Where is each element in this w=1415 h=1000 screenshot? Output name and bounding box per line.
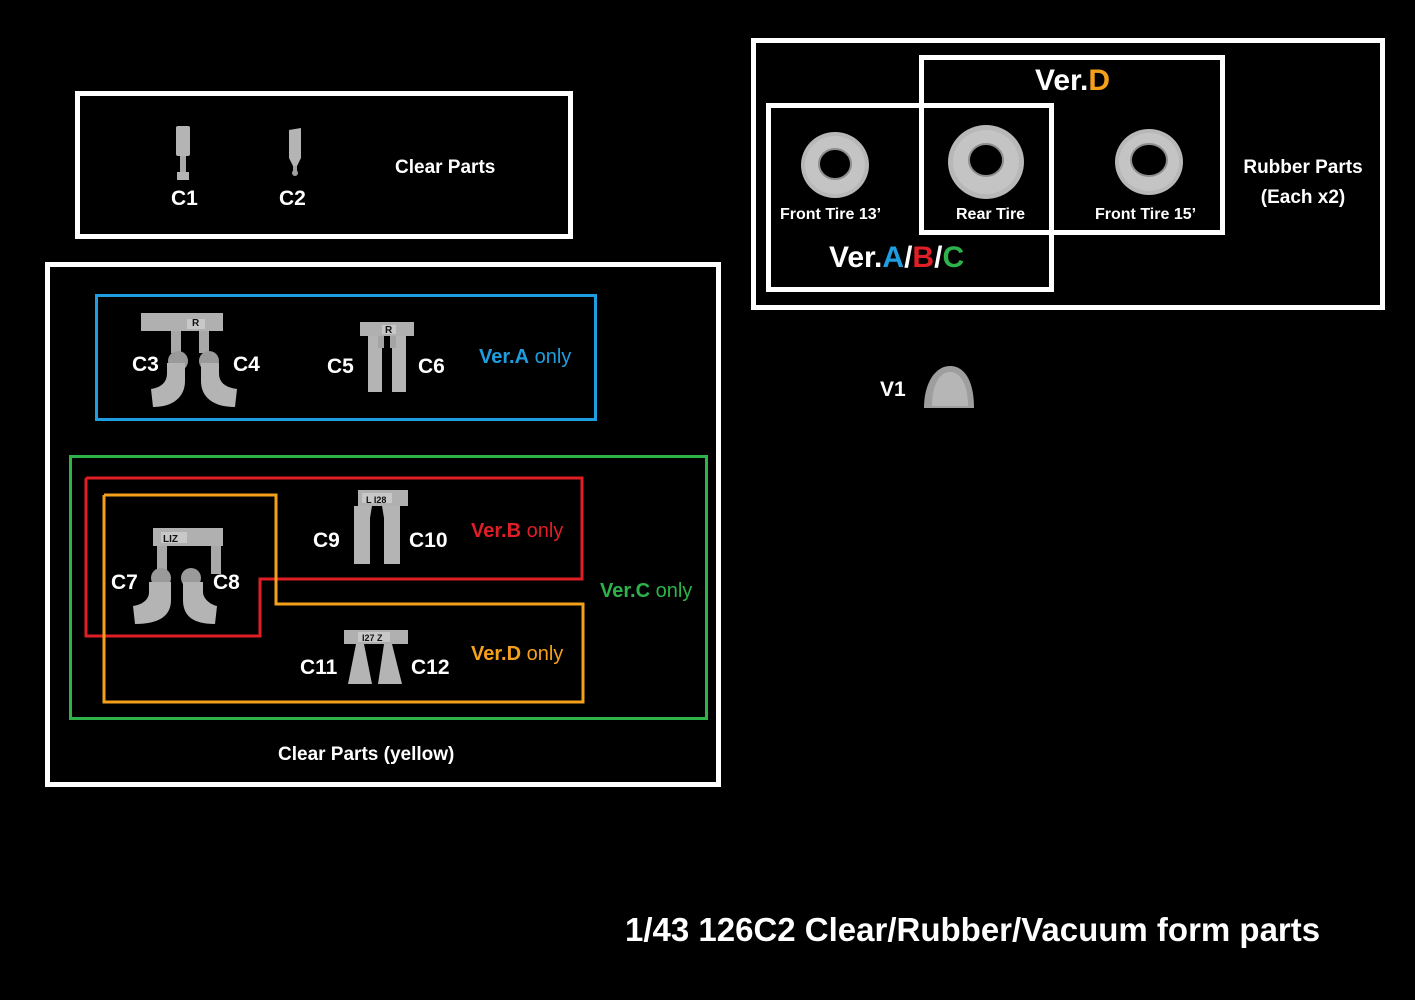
part-v1-label: V1 [880, 378, 906, 401]
part-c4-label: C4 [233, 353, 260, 376]
part-c5-label: C5 [327, 355, 354, 378]
part-c11-c12-image [344, 630, 410, 686]
part-c9-c10-image [352, 490, 410, 566]
ver-a-frame [95, 294, 597, 421]
part-c2-image [285, 128, 305, 176]
ver-c-only-label: Ver.C only [600, 580, 693, 602]
rubber-parts-frame [751, 38, 1385, 310]
tag-r-c3c4: R [192, 318, 200, 329]
part-c9-label: C9 [313, 529, 340, 552]
ver-c-frame [69, 455, 708, 720]
ver-d-label: Ver.D [1035, 64, 1111, 97]
ver-b-outline [84, 476, 584, 638]
part-c10-label: C10 [409, 529, 448, 552]
clear-parts-frame [75, 91, 573, 239]
clear-parts-yellow-title: Clear Parts (yellow) [278, 744, 455, 765]
tire-front-15-label: Front Tire 15’ [1095, 206, 1197, 223]
ver-abc-label: Ver.A/B/C [829, 241, 965, 274]
part-c3-c4-image [141, 313, 241, 409]
part-c3-label: C3 [132, 353, 159, 376]
rubber-parts-title: Rubber Parts (Each x2) [1240, 153, 1366, 213]
part-c8-label: C8 [213, 571, 240, 594]
ver-d-only-label: Ver.D only [471, 643, 564, 665]
part-c1-image [172, 126, 194, 182]
footer-title: 1/43 126C2 Clear/Rubber/Vacuum form part… [625, 911, 1321, 948]
part-c11-label: C11 [300, 656, 338, 679]
rubber-parts-title-line1: Rubber Parts [1243, 157, 1363, 178]
tag-l128: L I28 [366, 495, 387, 505]
part-c7-label: C7 [111, 571, 138, 594]
part-c1-label: C1 [171, 187, 198, 210]
ver-b-only-label: Ver.B only [471, 520, 564, 542]
tag-r-c5c6: R [385, 325, 393, 336]
clear-parts-yellow-frame [45, 262, 721, 787]
tire-rear-image [947, 124, 1025, 200]
tag-127z: I27 Z [362, 633, 383, 643]
ver-abc-tires-frame [766, 103, 1054, 292]
ver-d-tires-frame [919, 55, 1225, 235]
part-c12-label: C12 [411, 656, 450, 679]
ver-a-only-label: Ver.A only [479, 346, 572, 368]
part-c5-c6-image [360, 322, 414, 394]
tire-front-13-image [800, 131, 870, 199]
tire-front-15-image [1114, 128, 1184, 196]
tag-liz: LIZ [163, 534, 178, 545]
part-c6-label: C6 [418, 355, 445, 378]
clear-parts-title: Clear Parts [395, 157, 496, 178]
part-v1-image [922, 364, 976, 410]
tire-rear-label: Rear Tire [956, 206, 1026, 223]
rubber-parts-title-line2: (Each x2) [1260, 187, 1346, 208]
ver-d-outline [102, 493, 585, 704]
part-c7-c8-image [131, 528, 229, 626]
part-c2-label: C2 [279, 187, 306, 210]
tire-front-13-label: Front Tire 13’ [780, 206, 882, 223]
